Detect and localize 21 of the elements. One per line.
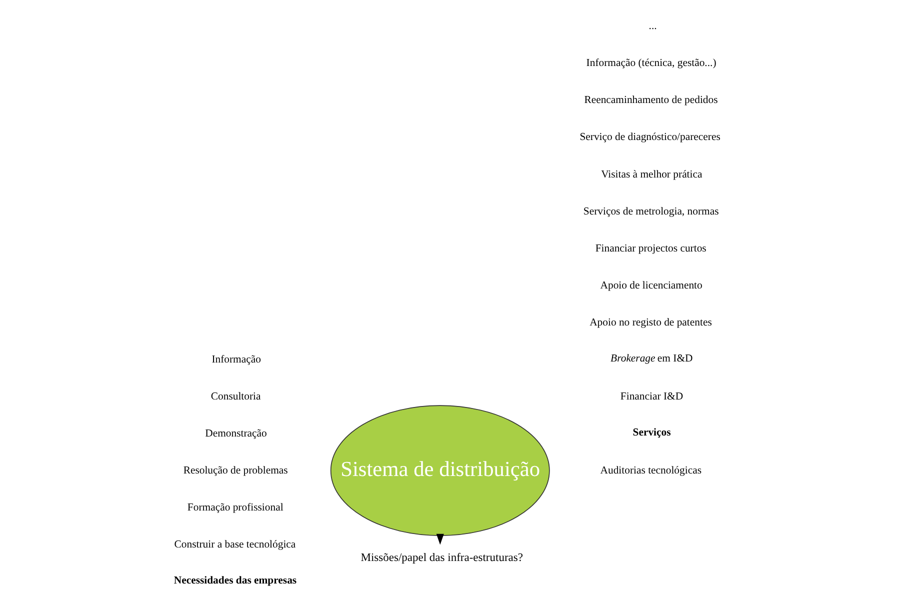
label: Reencaminhamento de pedidos: [584, 94, 718, 106]
node-text: Missões/papel das infra-estruturas?: [360, 552, 523, 564]
label: Apoio de licenciamento: [600, 279, 702, 292]
label: Serviços de metrologia, normas: [583, 205, 719, 218]
label: Serviço de diagnóstico/pareceres: [580, 131, 720, 144]
label: Informação: [212, 353, 261, 366]
label: Construir a base tecnológica: [174, 538, 296, 550]
label: Formação profissional: [187, 501, 284, 514]
label: Consultoria: [210, 390, 261, 402]
label: Brokerage em I&D: [610, 352, 693, 364]
label: Necessidades das empresas: [174, 574, 297, 587]
label: Apoio no registo de patentes: [590, 316, 712, 328]
label: Serviços: [632, 426, 671, 439]
label: ...: [648, 20, 657, 32]
label: Informação (técnica, gestão...): [586, 57, 716, 70]
label: Financiar projectos curtos: [595, 242, 706, 254]
label: Auditorias tecnológicas: [600, 464, 702, 476]
label: Visitas à melhor prática: [601, 168, 702, 180]
label: Resolução de problemas: [183, 464, 288, 476]
label: Financiar I&D: [620, 390, 684, 402]
label: Demonstração: [205, 427, 267, 440]
